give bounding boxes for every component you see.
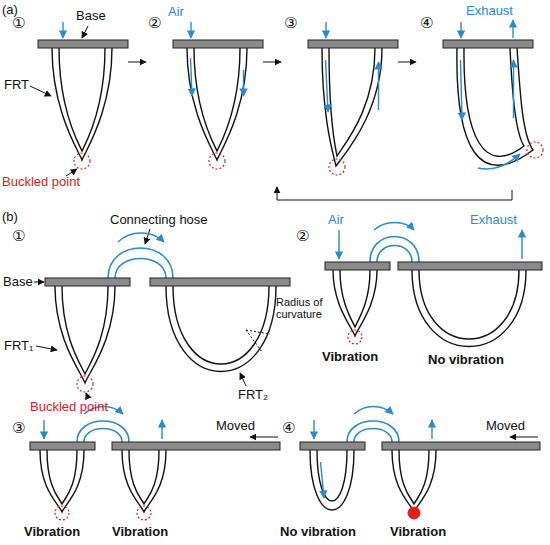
- step-number: ④: [282, 420, 295, 437]
- flow-label: Air: [328, 212, 344, 227]
- action-label: Moved: [216, 418, 255, 433]
- part-label: FRT₁: [4, 338, 33, 353]
- state-label: No vibration: [428, 352, 504, 367]
- state-label: Vibration: [24, 524, 80, 539]
- part-label: Base: [3, 274, 33, 289]
- state-label: Vibration: [322, 349, 378, 364]
- step-number: ②: [148, 15, 161, 32]
- state-label: Vibration: [390, 524, 446, 539]
- state-label: No vibration: [280, 524, 356, 539]
- bases: [30, 40, 542, 450]
- point-label: Buckled point: [30, 399, 108, 414]
- part-label: FRT: [4, 77, 29, 92]
- air-flow-arrows: [44, 20, 522, 498]
- buckled-point-solid: [408, 507, 420, 519]
- leader-arrows: [30, 26, 538, 437]
- part-label: Base: [76, 8, 106, 23]
- action-label: Moved: [486, 418, 525, 433]
- state-label: Vibration: [112, 524, 168, 539]
- flow-label: Exhaust: [466, 3, 513, 18]
- part-label: Connecting hose: [110, 212, 208, 227]
- part-label: FRT₂: [238, 387, 268, 402]
- radius-mark: [246, 330, 270, 352]
- step-number: ②: [296, 228, 309, 245]
- step-number: ③: [12, 420, 25, 437]
- step-number: ③: [284, 15, 297, 32]
- flow-label: Air: [168, 4, 184, 19]
- buckled-point-marks: [55, 142, 543, 520]
- part-label: Radius of curvature: [276, 296, 332, 320]
- step-number: ①: [12, 15, 25, 32]
- step-number: ①: [12, 228, 25, 245]
- flow-label: Exhaust: [470, 212, 517, 227]
- point-label: Buckled point: [2, 174, 80, 189]
- connecting-hoses: [77, 237, 419, 443]
- step-number: ④: [420, 15, 433, 32]
- panel-letter: (b): [2, 209, 18, 224]
